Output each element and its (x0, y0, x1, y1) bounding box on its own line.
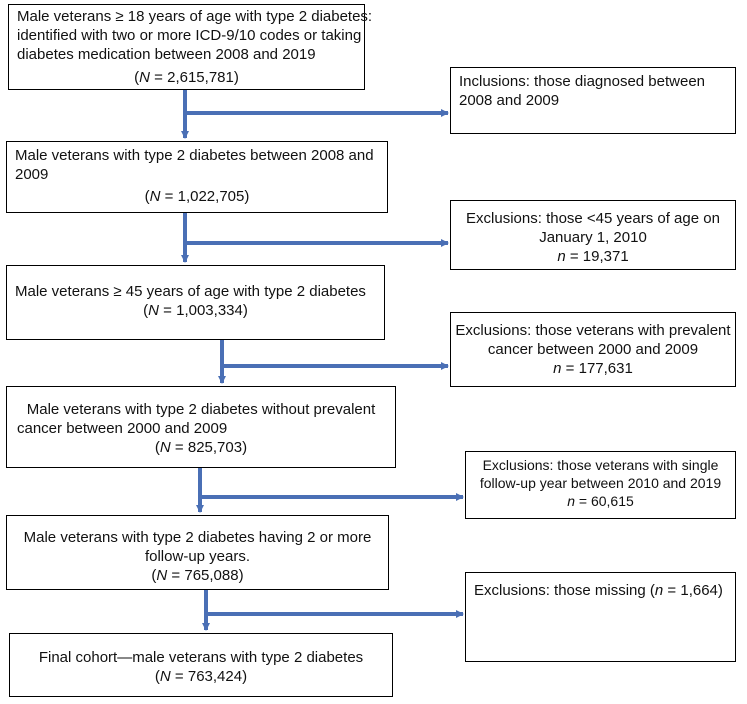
box-line: Male veterans with type 2 diabetes betwe… (15, 147, 374, 164)
box-line: cancer between 2000 and 2009 (487, 341, 699, 358)
box-line: Exclusions: those missing (n = 1,664) (474, 582, 723, 599)
box-line: Exclusions: those <45 years of age on (466, 210, 720, 227)
step-box-diagnosed-2008-2009: Male veterans with type 2 diabetes betwe… (6, 141, 388, 213)
step-box-initial-population: Male veterans ≥ 18 years of age with typ… (8, 4, 373, 90)
box-count: (N = 2,615,781) (134, 69, 239, 86)
box-line: follow-up year between 2010 and 2019 (479, 475, 722, 491)
side-box-exclusion-followup: Exclusions: those veterans with single f… (465, 451, 736, 519)
box-count: (N = 825,703) (154, 439, 248, 456)
side-box-exclusion-missing: Exclusions: those missing (n = 1,664) (465, 572, 736, 662)
step-box-no-prevalent-cancer: Male veterans with type 2 diabetes witho… (6, 386, 396, 468)
box-count: n = 19,371 (557, 248, 629, 265)
box-count: n = 177,631 (553, 360, 633, 377)
box-line: 2008 and 2009 (459, 92, 560, 109)
box-line: Male veterans with type 2 diabetes witho… (26, 401, 376, 418)
box-line: Male veterans ≥ 18 years of age with typ… (17, 8, 373, 25)
box-line: Male veterans ≥ 45 years of age with typ… (15, 283, 366, 300)
side-box-inclusions: Inclusions: those diagnosed between 2008… (450, 67, 736, 134)
box-line: Inclusions: those diagnosed between (459, 73, 706, 90)
box-count: (N = 1,022,705) (144, 188, 250, 205)
step-box-2-followup-years: Male veterans with type 2 diabetes havin… (6, 515, 389, 590)
box-line: follow-up years. (144, 548, 251, 565)
box-line: diabetes medication between 2008 and 201… (17, 46, 316, 63)
box-line: 2009 (15, 166, 49, 183)
step-box-age-45-plus: Male veterans ≥ 45 years of age with typ… (6, 265, 385, 340)
step-box-final-cohort: Final cohort—male veterans with type 2 d… (9, 633, 393, 697)
box-line: cancer between 2000 and 2009 (17, 420, 228, 437)
side-box-exclusion-age: Exclusions: those <45 years of age on Ja… (450, 200, 736, 270)
box-count: (N = 1,003,334) (143, 302, 248, 319)
box-line: January 1, 2010 (539, 229, 647, 246)
box-line: identified with two or more ICD-9/10 cod… (17, 27, 362, 44)
box-line: Exclusions: those veterans with prevalen… (455, 322, 731, 339)
box-line: Exclusions: those veterans with single (482, 457, 719, 473)
box-count: (N = 765,088) (151, 567, 244, 584)
box-line: Final cohort—male veterans with type 2 d… (38, 649, 364, 666)
box-count: n = 60,615 (567, 493, 634, 509)
box-line: Male veterans with type 2 diabetes havin… (23, 529, 372, 546)
box-count: (N = 763,424) (154, 668, 248, 685)
side-box-exclusion-cancer: Exclusions: those veterans with prevalen… (450, 312, 736, 387)
